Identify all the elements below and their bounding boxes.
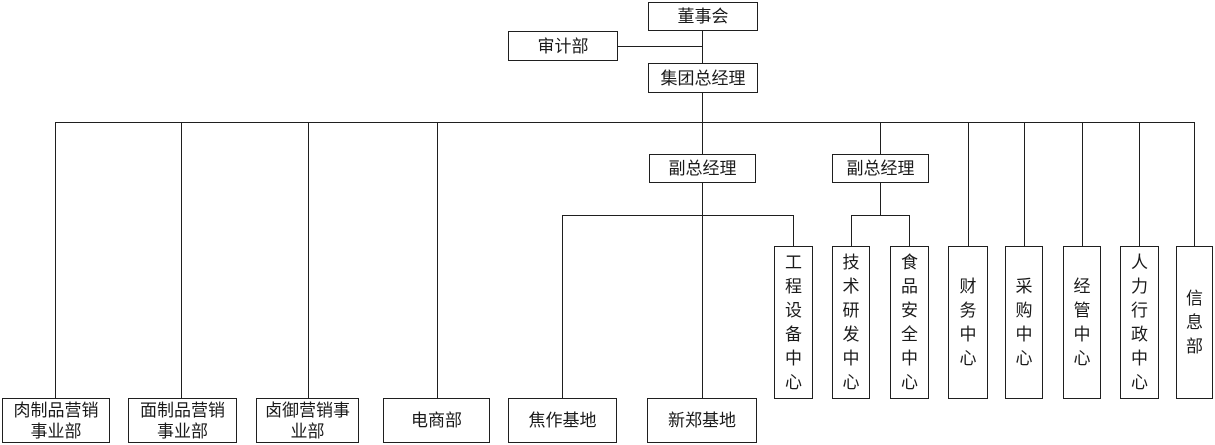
node-deputy-general-manager-1: 副总经理 bbox=[649, 154, 756, 183]
connector-main-trunk bbox=[55, 122, 1195, 123]
node-finance-center: 财务中心 bbox=[948, 246, 988, 399]
connector-drop-jiaozuo-base bbox=[562, 215, 563, 398]
node-engineering-equipment-center: 工程设备中心 bbox=[774, 246, 813, 399]
connector-board-to-gm bbox=[702, 31, 703, 63]
connector-drop-food-safety bbox=[909, 215, 910, 246]
node-food-safety-center: 食品安全中心 bbox=[890, 246, 929, 399]
node-board: 董事会 bbox=[648, 2, 758, 31]
node-meat-products-marketing-division: 肉制品营销事业部 bbox=[2, 398, 110, 443]
node-group-general-manager: 集团总经理 bbox=[648, 63, 758, 93]
connector-drop-information bbox=[1194, 122, 1195, 246]
node-luyu-marketing-division: 卤御营销事业部 bbox=[256, 398, 359, 443]
connector-drop-operations bbox=[1082, 122, 1083, 246]
node-operations-management-center: 经管中心 bbox=[1063, 246, 1101, 399]
node-deputy-general-manager-2: 副总经理 bbox=[832, 154, 929, 183]
node-audit-department: 审计部 bbox=[508, 31, 618, 61]
node-flour-products-marketing-division: 面制品营销事业部 bbox=[128, 398, 237, 443]
connector-drop-luyu-division bbox=[308, 122, 309, 398]
connector-drop-flour-division bbox=[181, 122, 182, 398]
connector-drop-meat-division bbox=[55, 122, 56, 398]
connector-drop-finance bbox=[968, 122, 969, 246]
connector-drop-hr-admin bbox=[1139, 122, 1140, 246]
node-xinzheng-base: 新郑基地 bbox=[647, 398, 757, 443]
connector-deputy2-rail bbox=[851, 215, 910, 216]
connector-gm-to-deputy1 bbox=[702, 93, 703, 154]
connector-deputy2-down bbox=[880, 183, 881, 215]
connector-drop-ecommerce bbox=[437, 122, 438, 398]
connector-drop-xinzheng-base bbox=[702, 215, 703, 398]
connector-deputy1-rail bbox=[562, 215, 793, 216]
node-hr-admin-center: 人力行政中心 bbox=[1120, 246, 1159, 399]
connector-audit-branch bbox=[618, 46, 702, 47]
node-procurement-center: 采购中心 bbox=[1005, 246, 1043, 399]
node-information-department: 信息部 bbox=[1176, 246, 1213, 399]
node-technology-rd-center: 技术研发中心 bbox=[832, 246, 870, 399]
node-ecommerce-department: 电商部 bbox=[383, 398, 490, 443]
connector-drop-technology bbox=[851, 215, 852, 246]
connector-drop-engineering bbox=[793, 215, 794, 246]
connector-deputy1-down bbox=[702, 183, 703, 215]
connector-drop-deputy2 bbox=[880, 122, 881, 154]
connector-drop-procurement bbox=[1024, 122, 1025, 246]
node-jiaozuo-base: 焦作基地 bbox=[508, 398, 617, 443]
